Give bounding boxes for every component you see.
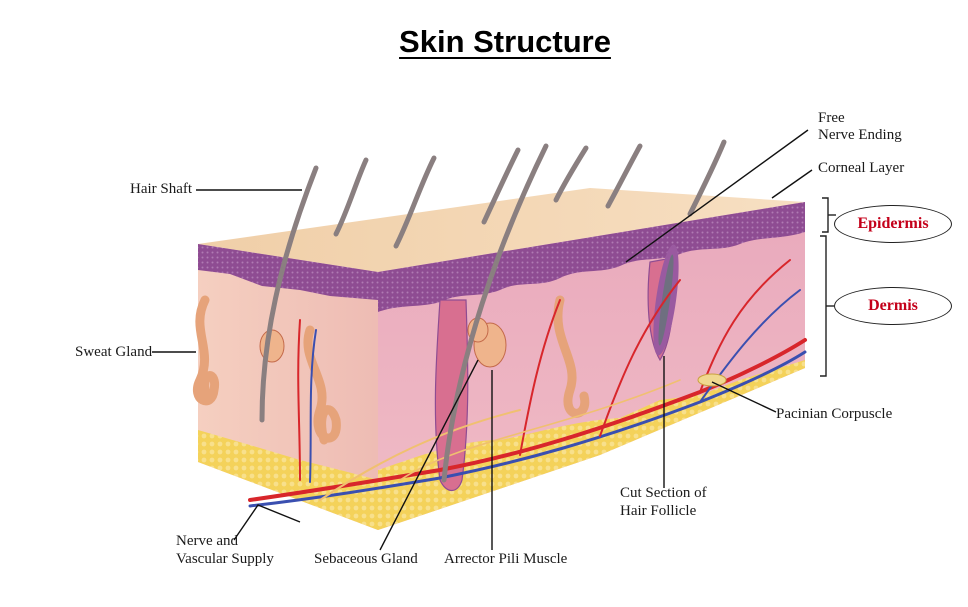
- side-fat-layer: [198, 430, 378, 530]
- blood-vessels: [248, 259, 807, 508]
- label-free-nerve-line2: Nerve Ending: [818, 127, 902, 143]
- side-epidermis: [198, 244, 378, 300]
- label-pacinian-corpuscle: Pacinian Corpuscle: [776, 406, 893, 422]
- dermis-oval: Dermis: [834, 287, 952, 325]
- label-sebaceous-gland: Sebaceous Gland: [314, 551, 418, 567]
- page-title: Skin Structure: [399, 24, 611, 59]
- label-corneal-layer: Corneal Layer: [818, 160, 905, 176]
- label-cut-section-line2: Hair Follicle: [620, 503, 697, 519]
- pacinian-corpuscle: [697, 373, 727, 387]
- front-epidermis: [378, 202, 805, 312]
- hair-shafts: [259, 139, 727, 483]
- sweat-glands: [193, 295, 590, 445]
- label-cut-section-line1: Cut Section of: [620, 485, 707, 501]
- leader-lines: [152, 129, 813, 551]
- label-nerve-vascular-line1: Nerve and: [176, 533, 239, 549]
- label-free-nerve-line1: Free: [818, 110, 845, 126]
- label-hair-shaft: Hair Shaft: [130, 181, 193, 197]
- label-arrector-pili: Arrector Pili Muscle: [444, 551, 568, 567]
- label-sweat-gland: Sweat Gland: [75, 344, 153, 360]
- layer-brackets: [820, 197, 836, 377]
- skin-surface: [198, 188, 805, 272]
- label-nerve-vascular-line2: Vascular Supply: [176, 551, 274, 567]
- epidermis-oval: Epidermis: [834, 205, 952, 243]
